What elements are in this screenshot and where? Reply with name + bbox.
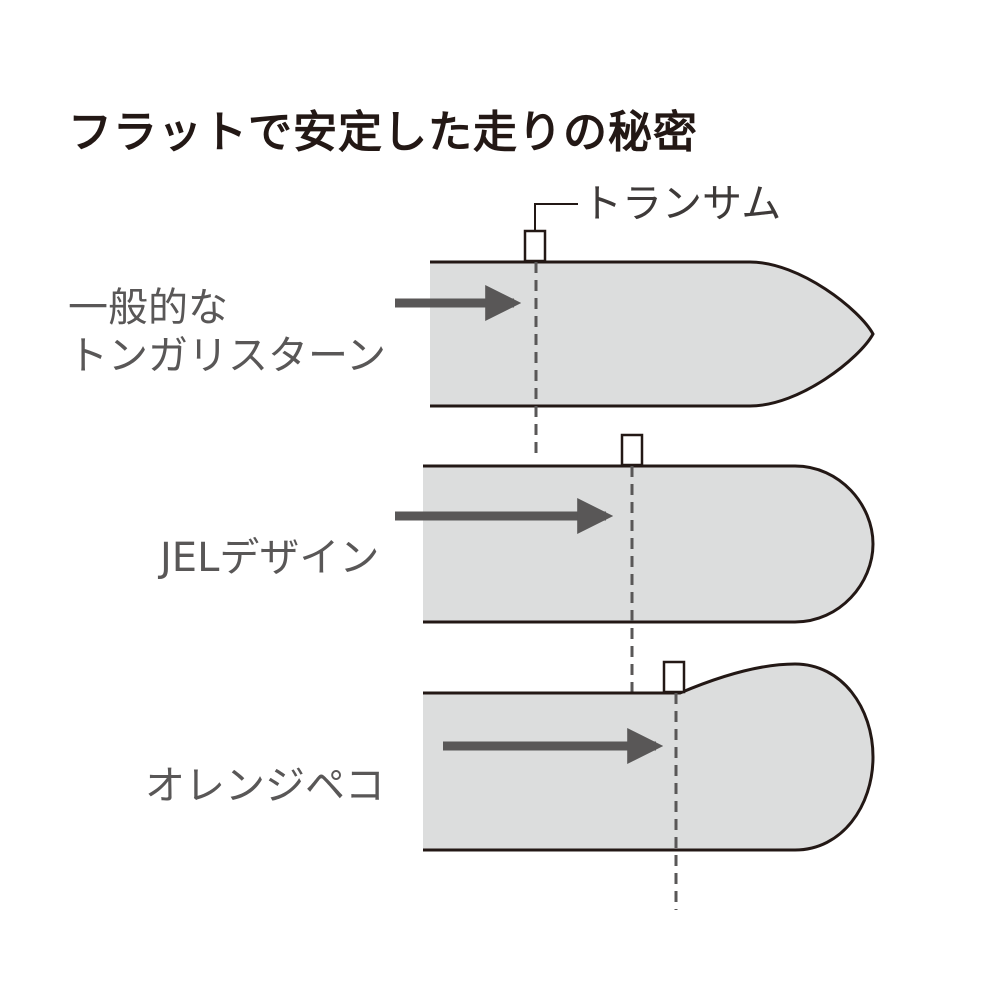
transom-callout-label: トランサム bbox=[582, 181, 782, 227]
standard-stern-label: 一般的な トンガリスターン bbox=[68, 284, 386, 380]
orange-pekoe-label-line-1: オレンジペコ bbox=[145, 763, 385, 809]
transom-marker-1 bbox=[523, 229, 547, 263]
jel-design-hull-outline bbox=[423, 464, 875, 624]
standard-stern-hull bbox=[395, 229, 875, 457]
orange-pekoe-hull bbox=[423, 660, 875, 910]
transom-callout-line bbox=[534, 203, 578, 231]
standard-stern-hull-fill bbox=[430, 262, 873, 406]
transom-marker-3 bbox=[662, 660, 686, 694]
diagram-title: フラットで安定した走りの秘密 bbox=[68, 107, 698, 158]
standard-stern-label-line-2: トンガリスターン bbox=[68, 333, 386, 379]
jel-design-label-line-1: JELデザイン bbox=[160, 535, 380, 581]
standard-stern-hull-outline bbox=[430, 260, 875, 408]
orange-pekoe-hull-outline bbox=[423, 662, 875, 852]
jel-design-label: JELデザイン bbox=[160, 534, 379, 582]
transom-marker-2 bbox=[620, 433, 644, 467]
standard-stern-label-line-1: 一般的な bbox=[68, 285, 228, 331]
orange-pekoe-label: オレンジペコ bbox=[145, 762, 385, 810]
jel-design-hull bbox=[395, 433, 875, 694]
jel-design-hull-fill bbox=[423, 466, 873, 622]
